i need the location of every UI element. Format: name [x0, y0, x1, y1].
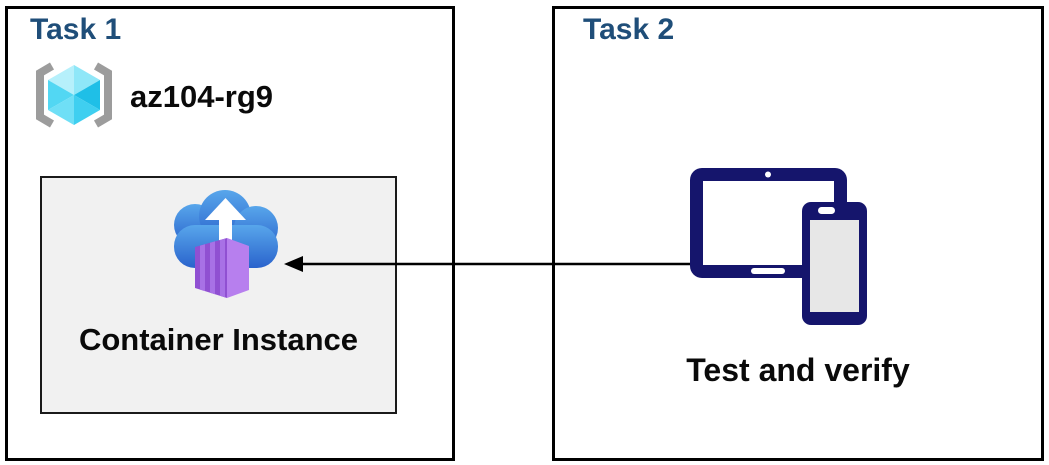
tablet-camera-icon	[765, 171, 771, 178]
task2-box: Task 2 Test and verify	[552, 6, 1044, 461]
phone-icon	[802, 202, 867, 325]
task1-title: Task 1	[30, 13, 122, 46]
container-instance-label: Container Instance	[78, 322, 359, 357]
tablet-home-button-icon	[751, 268, 785, 274]
devices-icon	[690, 168, 867, 325]
phone-speaker-icon	[818, 207, 835, 214]
resource-group-label: az104-rg9	[130, 79, 274, 114]
bracket-right-icon	[93, 62, 112, 128]
container-box-icon	[195, 238, 249, 298]
resource-group-icon	[36, 62, 112, 128]
container-instance-icon	[174, 190, 278, 298]
upload-arrow-icon	[205, 198, 246, 244]
test-verify-label: Test and verify	[686, 352, 910, 388]
bracket-left-icon	[36, 62, 55, 128]
task2-title: Task 2	[583, 13, 675, 46]
container-instance-box: Container Instance	[40, 176, 397, 414]
task1-box: Task 1 az104-rg9	[5, 6, 455, 461]
cube-icon	[48, 65, 100, 125]
